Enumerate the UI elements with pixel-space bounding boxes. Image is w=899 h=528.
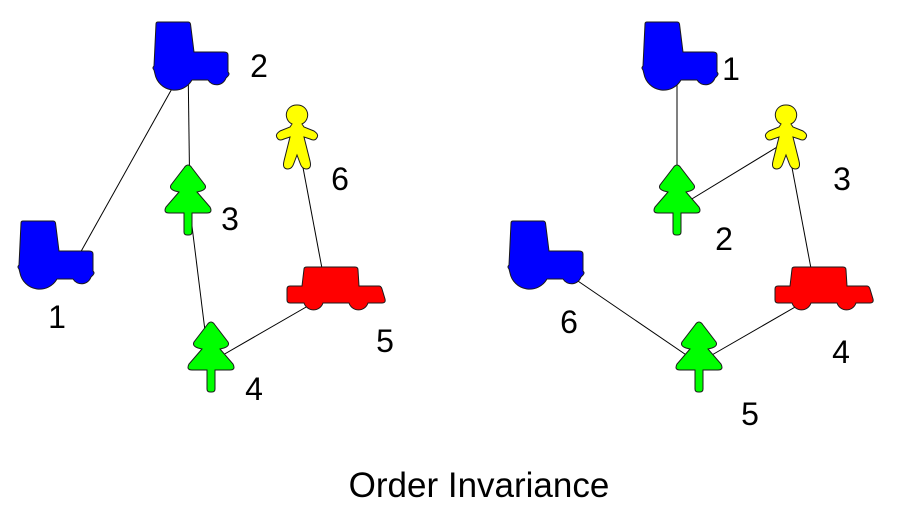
order-number-label: 3 — [833, 161, 851, 197]
order-number-label: 1 — [48, 299, 66, 335]
order-number-label: 4 — [832, 334, 850, 370]
diagram-title: Order Invariance — [349, 466, 610, 505]
order-number-label: 6 — [331, 161, 349, 197]
person-icon — [275, 104, 319, 170]
order-number-label: 4 — [245, 371, 263, 407]
order-labels: 1 2 3 4 5 6 1 2 3 4 5 6 — [48, 48, 851, 432]
order-number-label: 2 — [715, 221, 733, 257]
tractor-icon — [641, 21, 719, 91]
tree-icon — [164, 164, 212, 236]
path-segment — [73, 59, 189, 265]
order-number-label: 2 — [250, 48, 268, 84]
tractor-icon — [17, 220, 95, 290]
tree-icon — [653, 164, 701, 236]
order-number-label: 1 — [722, 51, 740, 87]
person-icon — [764, 104, 808, 170]
car-icon — [774, 266, 874, 311]
order-number-label: 5 — [741, 396, 759, 432]
tree-icon — [187, 321, 235, 393]
order-number-label: 5 — [376, 323, 394, 359]
tractor-icon — [152, 21, 230, 91]
path-segment — [676, 140, 788, 209]
car-icon — [286, 266, 386, 311]
order-number-label: 6 — [560, 304, 578, 340]
tractor-icon — [507, 220, 585, 290]
tree-icon — [675, 321, 723, 393]
order-number-label: 3 — [221, 201, 239, 237]
